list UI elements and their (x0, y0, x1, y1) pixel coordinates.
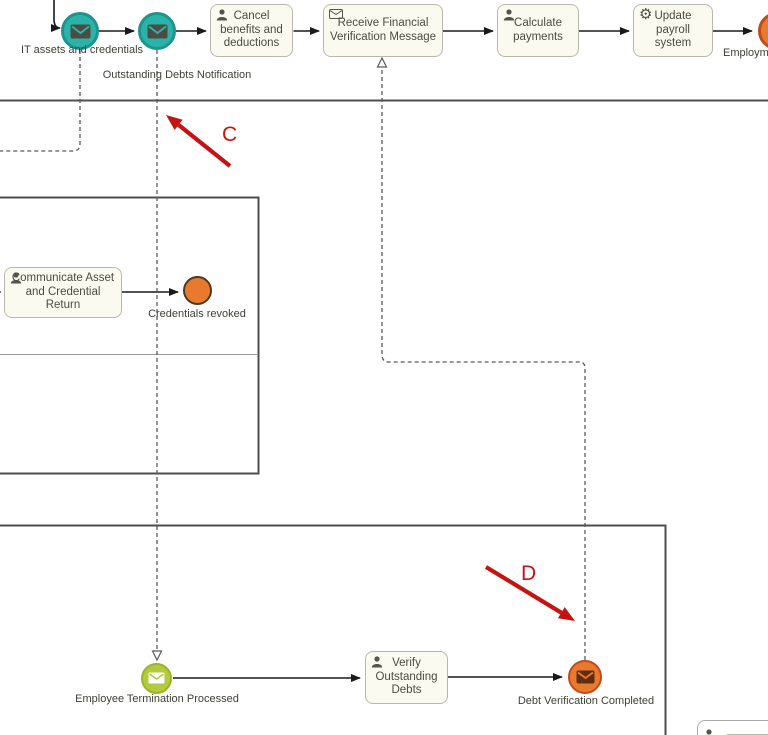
event-debt-verification-completed[interactable] (568, 660, 602, 694)
task-label: Receive Financial Verification Message (329, 16, 437, 43)
user-icon (503, 9, 515, 26)
annotation-arrowhead-d (557, 607, 575, 621)
envelope-outline-icon (329, 9, 343, 24)
envelope-icon (148, 672, 164, 684)
user-icon (703, 728, 715, 735)
envelope-icon (576, 670, 594, 684)
label-employee-termination: Employee Termination Processed (75, 693, 239, 705)
task-label: Verify Outstanding Debts (375, 657, 438, 697)
event-credentials-revoked[interactable] (182, 275, 212, 305)
task-receive-financial[interactable]: Receive Financial Verification Message (323, 4, 443, 57)
annotation-arrowhead-c (166, 115, 183, 130)
annotation-letter-c: C (222, 123, 238, 146)
gear-icon: ⚙ (639, 6, 653, 23)
message-flow-debt-to-receive-financial (381, 67, 586, 660)
event-employee-termination-processed[interactable] (140, 662, 172, 694)
message-flow-open-arrowhead-up (376, 56, 388, 68)
task-update-payroll[interactable]: ⚙ Update payroll system (633, 4, 713, 57)
envelope-icon (70, 24, 90, 38)
task-communicate-asset[interactable]: Communicate Asset and Credential Return (4, 267, 122, 318)
user-icon (216, 9, 228, 26)
task-verify-outstanding-debts[interactable]: Verify Outstanding Debts (365, 651, 448, 704)
user-icon (371, 656, 383, 673)
event-it-assets[interactable] (61, 12, 99, 50)
sequence-flow-into-it-assets (50, 0, 61, 32)
task-calculate-payments[interactable]: Calculate payments (497, 4, 579, 57)
user-icon (10, 272, 22, 289)
task-label: Calculate payments (513, 16, 563, 43)
label-debt-verification: Debt Verification Completed (517, 695, 655, 707)
task-label: Update payroll system (654, 10, 692, 50)
event-employment-terminated[interactable] (758, 12, 768, 50)
annotation-letter-d: D (521, 562, 537, 585)
partial-task-bottom-right[interactable] (697, 720, 768, 735)
task-cancel-benefits[interactable]: Cancel benefits and deductions (210, 4, 293, 57)
event-outstanding-debts[interactable] (138, 12, 176, 50)
label-outstanding-debts: Outstanding Debts Notification (102, 69, 252, 81)
task-label: Cancel benefits and deductions (220, 10, 283, 50)
envelope-icon (147, 24, 167, 38)
label-it-assets: IT assets and credentials (20, 44, 144, 56)
message-flow-it-assets-left (0, 50, 81, 152)
message-flow-open-arrowhead-down (151, 650, 163, 662)
task-label: Communicate Asset and Credential Return (11, 272, 115, 312)
middle-pool-border (0, 196, 260, 475)
label-credentials-revoked: Credentials revoked (148, 308, 246, 320)
label-employment-terminated: Employme (723, 47, 768, 59)
